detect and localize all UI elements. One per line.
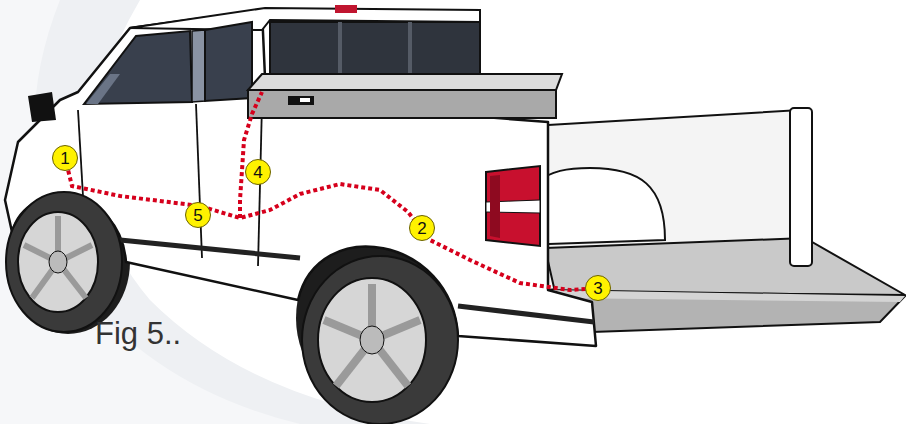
toolbox-latch (288, 96, 314, 105)
toolbox-latch (300, 98, 310, 102)
front-window (84, 31, 192, 104)
b-pillar (192, 30, 205, 102)
callout-circle: 4 (245, 159, 271, 185)
taillight (486, 166, 540, 246)
callout-circle: 1 (52, 145, 78, 171)
callout-circle: 5 (185, 202, 211, 228)
truck-body (5, 10, 596, 346)
toolbox-front (248, 90, 556, 118)
hub (360, 326, 384, 354)
callout-number: 2 (417, 220, 426, 237)
door-seam (196, 104, 202, 258)
front-tire (6, 192, 122, 332)
callout-number: 1 (60, 150, 69, 167)
window-glare (86, 74, 120, 104)
rear-rim (318, 278, 426, 402)
callout-circle: 2 (409, 215, 435, 241)
callout-number: 3 (593, 280, 602, 297)
door-seam (258, 104, 262, 266)
figure-caption: Fig 5.. (95, 316, 181, 352)
wire-route (68, 171, 585, 290)
rear-door-window (205, 22, 252, 101)
rim-spokes (24, 216, 92, 298)
rim-spokes (324, 284, 420, 386)
callout-number: 5 (193, 207, 202, 224)
brake-light (335, 5, 357, 13)
far-tail-post (790, 108, 812, 266)
side-molding (458, 306, 594, 322)
taillight-shade (490, 175, 500, 238)
toolbox-lid (248, 74, 562, 90)
wire-route (240, 92, 262, 218)
hub (49, 251, 67, 273)
callout-circle: 3 (585, 275, 611, 301)
rear-tire (302, 256, 458, 424)
side-mirror (28, 92, 56, 122)
callout-number: 4 (253, 164, 262, 181)
front-rim (18, 212, 98, 312)
